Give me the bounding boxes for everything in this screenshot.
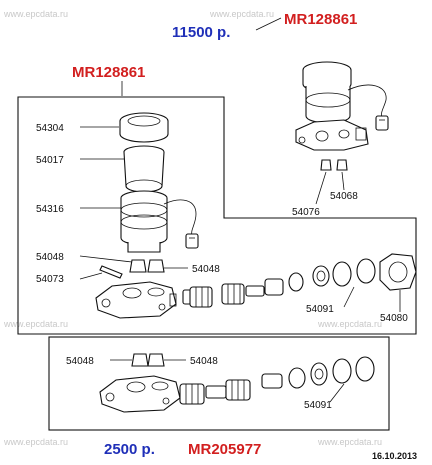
part-number-top-left: MR128861 xyxy=(72,64,145,81)
master-cylinder-body-lower xyxy=(99,375,181,413)
watermark-middle-left: www.epcdata.ru xyxy=(3,319,68,329)
assembly-frame-upper xyxy=(17,96,417,335)
label-54048-a: 54048 xyxy=(36,252,64,263)
watermark-top-left: www.epcdata.ru xyxy=(3,9,68,19)
assembly-frame-lower xyxy=(48,336,390,431)
leader-54076 xyxy=(315,171,327,205)
watermark-bottom-right: www.epcdata.ru xyxy=(317,437,382,447)
price-top: 11500 р. xyxy=(172,24,230,41)
label-54068: 54068 xyxy=(330,191,358,202)
leader-54091-a xyxy=(343,286,355,308)
diagram-date: 16.10.2013 xyxy=(372,451,417,461)
label-54076: 54076 xyxy=(292,207,320,218)
label-54048-c: 54048 xyxy=(66,356,94,367)
watermark-middle-right: www.epcdata.ru xyxy=(317,319,382,329)
watermark-top-center: www.epcdata.ru xyxy=(209,9,274,19)
part-number-bottom: MR205977 xyxy=(188,441,261,458)
label-54048-d: 54048 xyxy=(190,356,218,367)
part-54073-pin xyxy=(99,265,123,279)
part-number-top-right: MR128861 xyxy=(284,11,357,28)
master-cylinder-body-upper xyxy=(95,281,177,319)
label-54091-a: 54091 xyxy=(306,304,334,315)
part-54017-filter xyxy=(123,145,165,193)
watermark-bottom-left: www.epcdata.ru xyxy=(3,437,68,447)
leader-54091-b xyxy=(329,383,345,403)
leader-54068 xyxy=(341,171,345,191)
part-54048-grommets-upper xyxy=(129,259,165,273)
label-54073: 54073 xyxy=(36,274,64,285)
leader-54048-a xyxy=(79,255,133,263)
label-54048-b: 54048 xyxy=(192,264,220,275)
label-54080: 54080 xyxy=(380,313,408,324)
label-54091-b: 54091 xyxy=(304,400,332,411)
part-number-top-leader xyxy=(255,17,282,31)
part-54080-gasket xyxy=(379,253,417,291)
leader-54073 xyxy=(79,272,103,280)
piston-set-lower xyxy=(179,356,375,405)
part-54304-reservoir-cap xyxy=(119,112,169,143)
part-54316-reservoir xyxy=(120,190,199,253)
piston-set-upper xyxy=(182,258,376,308)
part-54048-grommets-lower xyxy=(131,353,165,367)
reference-master-cylinder-assembly xyxy=(295,61,389,171)
label-54316: 54316 xyxy=(36,204,64,215)
label-54304: 54304 xyxy=(36,123,64,134)
label-54017: 54017 xyxy=(36,155,64,166)
price-bottom: 2500 р. xyxy=(104,441,155,458)
